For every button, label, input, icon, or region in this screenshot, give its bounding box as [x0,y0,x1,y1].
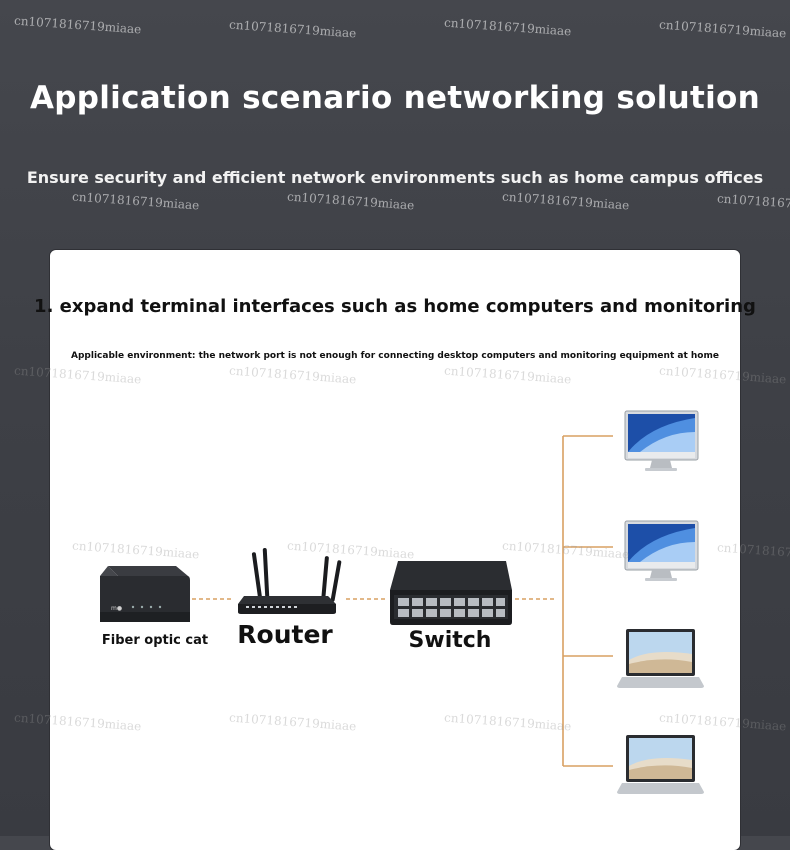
switch-icon [390,561,512,625]
fiber-optic-cat-label: Fiber optic cat [101,633,209,648]
page-title: Application scenario networking solution [29,80,761,116]
desktop-monitor-icon [624,410,699,471]
svg-text:m●: m● [111,605,122,612]
connector-lines [192,435,613,767]
laptop-icon [617,629,704,688]
environment-text: Applicable environment: the network port… [71,351,719,361]
router-label: Router [237,620,333,649]
section-title: 1. expand terminal interfaces such as ho… [34,296,756,317]
page-subtitle: Ensure security and efficient network en… [26,168,764,187]
laptop-icon [617,735,704,794]
switch-label: Switch [408,628,492,653]
router-icon [238,548,342,614]
fiber-modem-icon: m● [100,566,190,622]
desktop-monitor-icon [624,520,699,581]
